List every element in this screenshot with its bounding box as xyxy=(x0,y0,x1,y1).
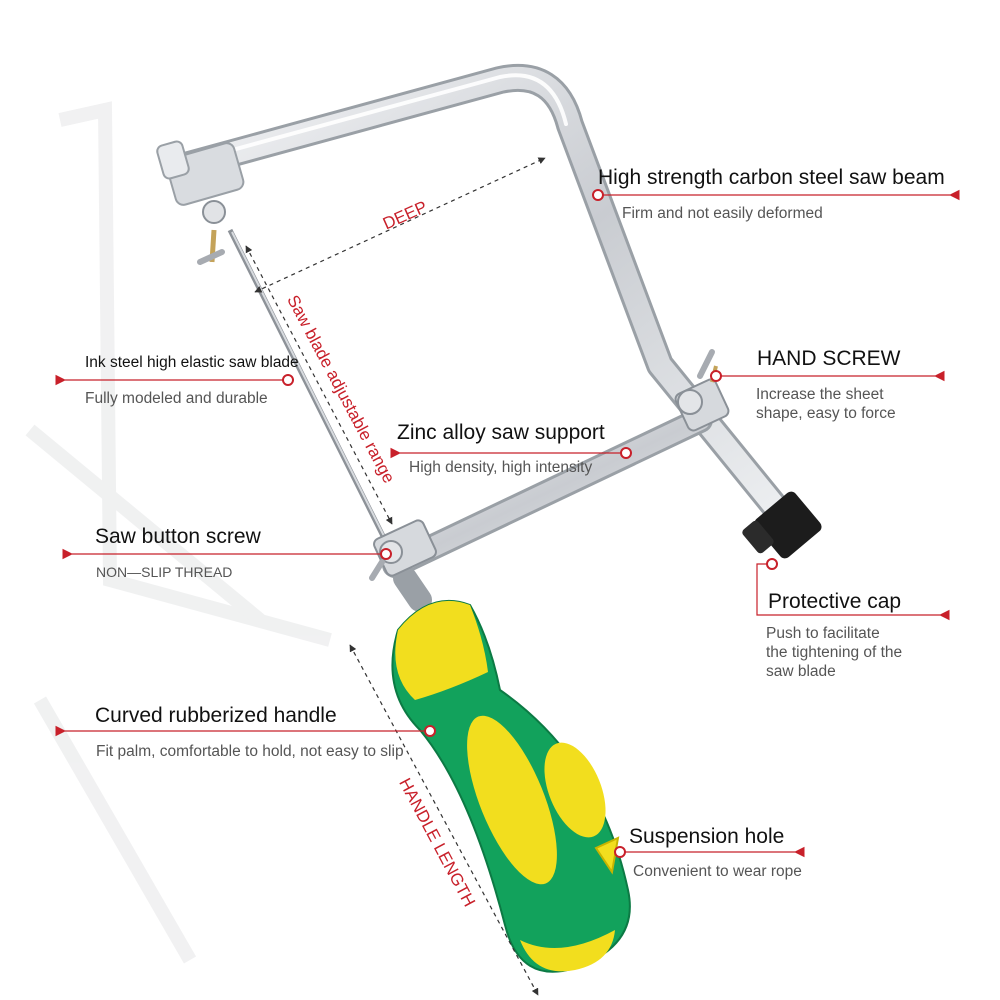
hand-screw-desc-2: shape, easy to force xyxy=(756,405,896,422)
leader-lines xyxy=(55,189,960,858)
hand-screw-part xyxy=(674,349,730,432)
handle-desc: Fit palm, comfortable to hold, not easy … xyxy=(96,743,404,760)
beam-desc: Firm and not easily deformed xyxy=(622,205,823,222)
ghost-frame xyxy=(25,101,332,964)
dimension-lines xyxy=(245,157,546,996)
callout-nodes xyxy=(282,189,778,858)
hand-screw-title: HAND SCREW xyxy=(757,347,901,370)
cap-desc-1: Push to facilitate xyxy=(766,625,880,642)
protective-cap-part xyxy=(742,491,822,559)
support-title: Zinc alloy saw support xyxy=(397,421,605,444)
blade-title: Ink steel high elastic saw blade xyxy=(85,354,299,371)
top-clamp xyxy=(156,140,245,265)
button-screw-part xyxy=(369,519,437,581)
hole-desc: Convenient to wear rope xyxy=(633,863,802,880)
button-screw-desc: NON—SLIP THREAD xyxy=(96,564,233,580)
blade-desc: Fully modeled and durable xyxy=(85,390,268,407)
hole-title: Suspension hole xyxy=(629,825,785,848)
handle-part xyxy=(391,599,631,973)
support-desc: High density, high intensity xyxy=(409,459,593,476)
cap-desc-2: the tightening of the xyxy=(766,644,903,661)
button-screw-title: Saw button screw xyxy=(95,525,261,548)
cap-title: Protective cap xyxy=(768,590,902,613)
saw-frame xyxy=(164,63,804,612)
cap-desc-3: saw blade xyxy=(766,663,836,680)
hand-screw-desc-1: Increase the sheet xyxy=(756,386,884,403)
handle-title: Curved rubberized handle xyxy=(95,704,337,727)
beam-title: High strength carbon steel saw beam xyxy=(598,166,945,189)
